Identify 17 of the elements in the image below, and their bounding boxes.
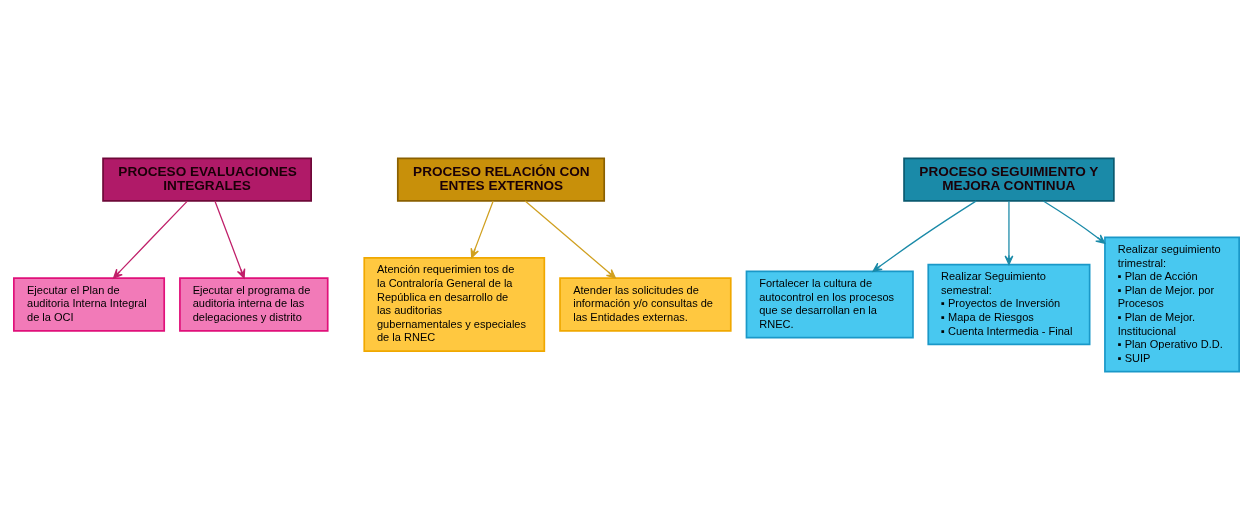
- node-box: Atender las solicitudes de información y/o consultas de las Entidades externas.: [559, 276, 732, 332]
- arrow: [214, 199, 246, 279]
- node-box: PROCESO SEGUIMIENTO Y MEJORA CONTINUA: [903, 157, 1115, 202]
- node-box: Ejecutar el Plan de auditoria Interna Integral de la OCI: [13, 276, 166, 332]
- arrow: [1004, 199, 1014, 265]
- arrow: [470, 199, 494, 258]
- arrow: [872, 200, 977, 272]
- arrow: [524, 199, 617, 279]
- node-box: Fortalecer la cultura de autocontrol en los procesos que se desarrollan en la RNEC.: [745, 270, 914, 338]
- node-box: PROCESO EVALUACIONES INTEGRALES: [102, 157, 312, 202]
- node-box: Realizar Seguimiento semestral: ▪ Proyectos de Inversión ▪ Mapa de Riesgos ▪ Cuenta Intermedia - Final: [927, 263, 1091, 345]
- arrow: [1042, 199, 1106, 244]
- node-box: Realizar seguimiento trimestral: ▪ Plan de Acción ▪ Plan de Mejor. por Procesos ▪ Plan de Mejor. Institucional ▪ Plan Operativo D.D. ▪ SUIP: [1104, 236, 1240, 372]
- node-box: Ejecutar el programa de auditoria interna de las delegaciones y distrito: [179, 276, 329, 332]
- node-box: PROCESO RELACIÓN CON ENTES EXTERNOS: [396, 157, 606, 202]
- arrow: [112, 199, 188, 279]
- node-box: Atención requerimien tos de la Contraloría General de la República en desarrollo de las auditorias gubernamentales y especiales de la RNEC: [363, 256, 546, 352]
